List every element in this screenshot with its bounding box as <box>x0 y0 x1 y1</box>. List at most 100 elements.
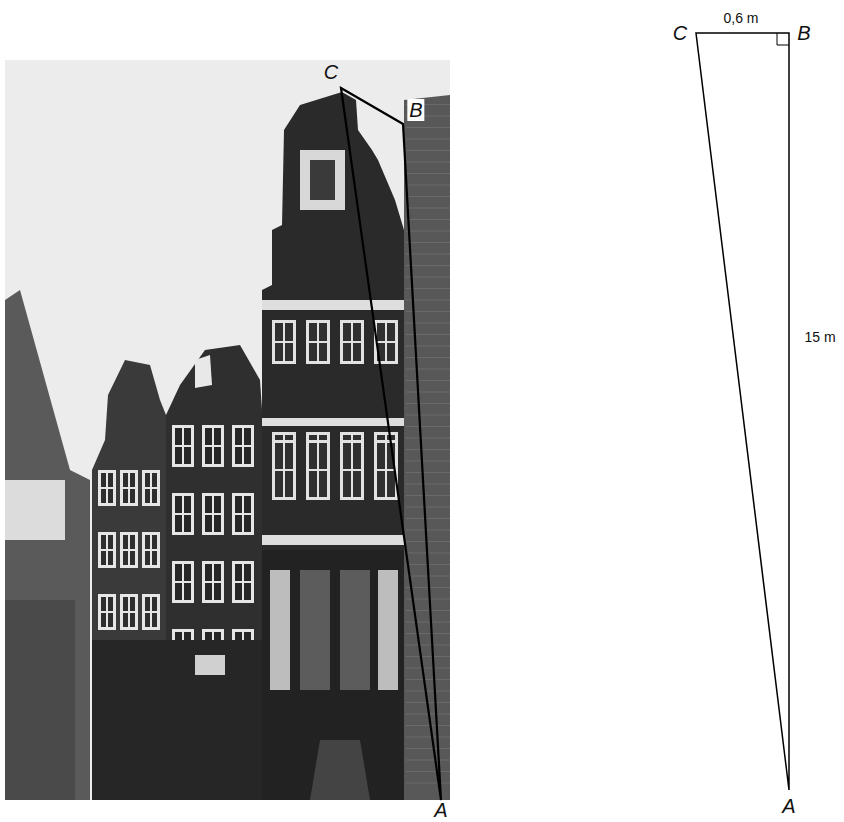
window-pane <box>214 564 221 581</box>
brick-course <box>406 472 450 473</box>
brick-course <box>406 162 450 163</box>
photo-triangle <box>341 88 441 800</box>
window-pane <box>235 564 242 581</box>
brick-course <box>406 150 450 151</box>
point-label: C <box>673 23 687 43</box>
brick-course <box>406 323 450 324</box>
window <box>172 493 194 535</box>
window-pane <box>184 496 191 513</box>
window-pane <box>235 447 242 464</box>
window <box>340 320 364 364</box>
window-pane <box>387 471 395 497</box>
window <box>120 470 138 506</box>
brick-course <box>406 495 450 496</box>
brick-course <box>406 219 450 220</box>
window-pane <box>130 597 135 611</box>
window-pane <box>309 323 317 341</box>
window-pane <box>244 447 251 464</box>
window-pane <box>214 428 221 445</box>
window-pane <box>123 489 128 503</box>
window <box>232 425 254 467</box>
dimension-label: 15 m <box>804 330 835 344</box>
window-pane <box>130 613 135 627</box>
cornice <box>262 418 404 426</box>
window-pane <box>184 447 191 464</box>
brick-course <box>406 760 450 761</box>
window-pane <box>205 496 212 513</box>
window-pane <box>275 343 283 361</box>
triangle-sketch <box>696 33 789 790</box>
brick-course <box>406 438 450 439</box>
window-pane <box>244 583 251 600</box>
window-pane <box>101 551 106 565</box>
window-pane <box>123 551 128 565</box>
window <box>202 425 224 467</box>
brick-course <box>406 656 450 657</box>
window-pane <box>275 443 283 469</box>
window <box>172 561 194 603</box>
brick-course <box>406 254 450 255</box>
brick-course <box>406 645 450 646</box>
brick-course <box>406 196 450 197</box>
brick-course <box>406 691 450 692</box>
window-pane <box>152 535 157 549</box>
shop-window <box>340 570 370 690</box>
brick-course <box>406 265 450 266</box>
window-pane <box>152 613 157 627</box>
brick-course <box>406 127 450 128</box>
window-pane <box>244 428 251 445</box>
window-pane <box>275 323 283 341</box>
window-pane <box>175 583 182 600</box>
brick-course <box>406 242 450 243</box>
window-pane <box>108 551 113 565</box>
brick-course <box>406 783 450 784</box>
window-pane <box>130 473 135 487</box>
window-pane <box>235 515 242 532</box>
window-pane <box>353 343 361 361</box>
window-pane <box>244 564 251 581</box>
window-pane <box>130 489 135 503</box>
window-pane <box>214 515 221 532</box>
window-pane <box>175 564 182 581</box>
cornice <box>262 535 404 545</box>
window <box>340 440 364 500</box>
window-pane <box>108 597 113 611</box>
right-angle-mark <box>777 33 789 45</box>
window-pane <box>152 473 157 487</box>
window-pane <box>101 597 106 611</box>
window-pane <box>343 471 351 497</box>
window-pane <box>353 323 361 341</box>
window <box>5 480 65 540</box>
window-pane <box>108 535 113 549</box>
window-pane <box>184 428 191 445</box>
window-pane <box>101 473 106 487</box>
point-label: C <box>324 62 338 82</box>
tall-house <box>262 92 404 800</box>
window <box>232 493 254 535</box>
window-pane <box>205 564 212 581</box>
window-pane <box>205 583 212 600</box>
window-pane <box>145 613 150 627</box>
window-pane <box>205 447 212 464</box>
brick-course <box>406 679 450 680</box>
brick-course <box>406 380 450 381</box>
brick-building <box>5 290 90 800</box>
window-pane <box>205 515 212 532</box>
window-pane <box>123 597 128 611</box>
window <box>142 594 160 630</box>
brick-course <box>406 622 450 623</box>
window-pane <box>377 443 385 469</box>
street-photo <box>5 60 450 800</box>
brick-course <box>406 173 450 174</box>
stairs <box>310 740 370 800</box>
brick-course <box>406 369 450 370</box>
window-pane <box>184 564 191 581</box>
window <box>202 561 224 603</box>
window <box>98 470 116 506</box>
gable-ornament <box>195 355 212 388</box>
brick-course <box>406 737 450 738</box>
window-pane <box>285 343 293 361</box>
point-label: A <box>434 800 447 820</box>
